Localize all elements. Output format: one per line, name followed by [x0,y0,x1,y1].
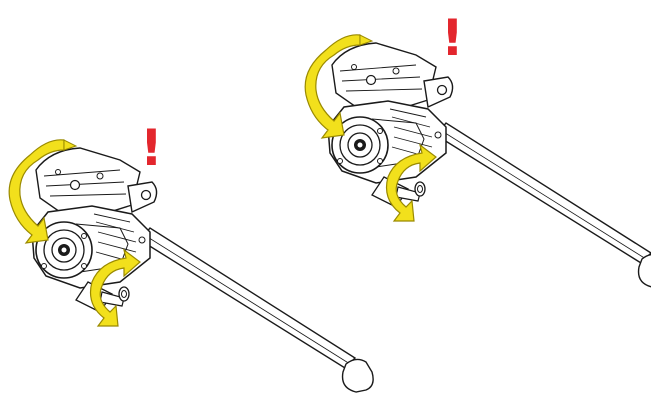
left-assembly: ! [8,119,374,393]
warning-mark: ! [441,9,464,67]
warning-mark: ! [140,119,163,177]
right-assembly: ! [304,9,651,288]
